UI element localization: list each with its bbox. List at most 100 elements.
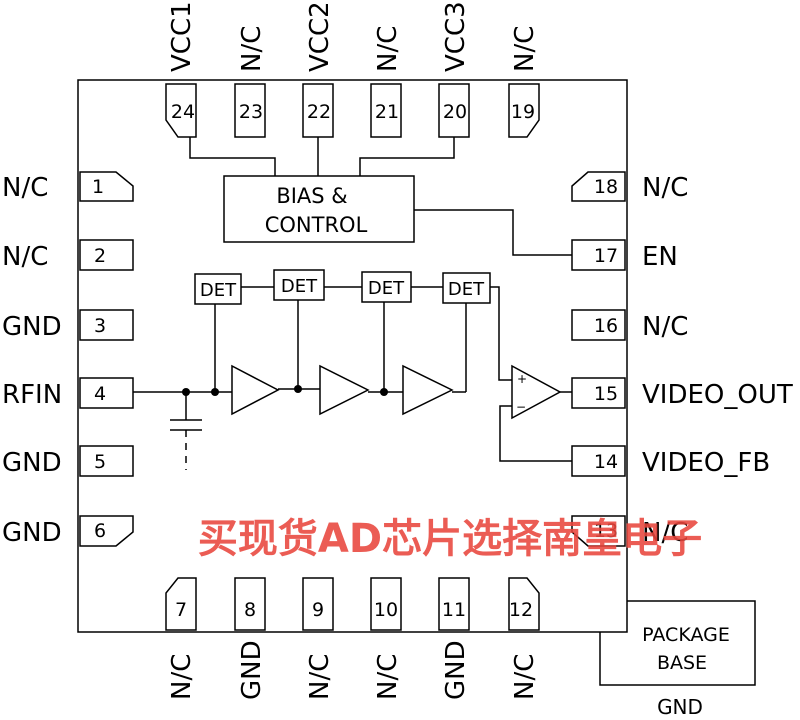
pin-number: 8 — [244, 599, 256, 621]
pin-number: 22 — [307, 101, 331, 123]
pin-name: VCC2 — [305, 1, 335, 72]
pin-pad — [571, 309, 626, 341]
bottom-pin-7: 7 N/C — [165, 577, 197, 700]
pin-pad — [79, 377, 134, 409]
detector-4-label: DET — [448, 279, 485, 300]
bottom-pin-11: 11 GND — [438, 577, 471, 700]
pin-number: 17 — [594, 245, 618, 267]
pin-pad — [234, 577, 266, 631]
bias-control-label-line1: BIAS & — [276, 184, 347, 208]
pin-pad — [508, 83, 540, 138]
bias-control-block — [223, 175, 415, 243]
left-pin-4: 4 RFIN — [2, 377, 134, 410]
en-wire — [414, 209, 572, 256]
top-pin-20: 20 VCC3 — [438, 1, 471, 138]
left-pin-1: 1 N/C — [2, 171, 134, 203]
pin-number: 1 — [92, 176, 104, 198]
junction-dot — [211, 388, 219, 396]
pin-name: VCC3 — [441, 1, 471, 72]
left-pin-3: 3 GND — [2, 309, 134, 342]
pin-pad — [370, 83, 402, 138]
pin-pad — [571, 239, 626, 271]
bottom-pin-12: 12 N/C — [508, 577, 540, 700]
pin-pad — [438, 83, 470, 138]
pin-name: N/C — [2, 173, 48, 203]
pin-pad — [508, 577, 540, 631]
pin-pad — [370, 577, 402, 631]
opamp-minus-sign: − — [516, 400, 526, 414]
pin-number: 11 — [442, 599, 466, 621]
left-pin-2: 2 N/C — [2, 239, 134, 272]
detector-3-label: DET — [368, 278, 405, 299]
pin-number: 9 — [312, 599, 324, 621]
opamp-plus-sign: + — [517, 372, 527, 386]
right-pin-14: 14 VIDEO_FB — [571, 445, 770, 478]
pin-name: EN — [642, 242, 678, 272]
detector-1-label: DET — [200, 280, 237, 301]
top-pin-24: 24 VCC1 — [165, 1, 197, 138]
right-pin-13: 13 N/C — [571, 515, 688, 548]
pin-number: 14 — [594, 451, 618, 473]
pin-name: VIDEO_FB — [642, 448, 770, 478]
pin-pad — [79, 515, 134, 547]
pin-number: 2 — [94, 245, 106, 267]
pin-pad — [79, 239, 134, 271]
pin-name: N/C — [373, 654, 403, 700]
pin-number: 24 — [171, 101, 195, 123]
top-pin-19: 19 N/C — [508, 26, 540, 138]
pin-pad — [234, 83, 266, 138]
left-pin-5: 5 GND — [2, 445, 134, 478]
pin-number: 20 — [443, 101, 467, 123]
pin-number: 10 — [374, 599, 398, 621]
pin-name: N/C — [510, 654, 540, 700]
junction-dot — [380, 388, 388, 396]
detector-2 — [273, 269, 325, 301]
pin-name: GND — [2, 448, 62, 478]
pin-pad — [302, 577, 334, 631]
pin-name: VIDEO_OUT — [642, 380, 793, 410]
pin-name: GND — [237, 640, 267, 700]
pin-name: N/C — [305, 654, 335, 700]
watermark-text: 买现货AD芯片选择南皇电子 — [198, 516, 702, 562]
pin-pad — [571, 377, 626, 409]
pin-number: 7 — [175, 599, 187, 621]
detector-2-label: DET — [281, 276, 318, 297]
pin-number: 12 — [509, 599, 533, 621]
pin-name: N/C — [167, 654, 197, 700]
amplifier-2 — [319, 364, 370, 416]
pin-number: 15 — [594, 383, 618, 405]
video-opamp — [511, 364, 562, 420]
package-base-outline — [599, 600, 756, 686]
pin-pad — [571, 445, 626, 477]
pin-number: 23 — [239, 101, 263, 123]
pin-pad — [165, 577, 197, 631]
bias-control-label-line2: CONTROL — [265, 213, 368, 237]
pin-name: N/C — [510, 26, 540, 72]
bottom-pin-8: 8 GND — [234, 577, 267, 700]
top-pin-21: 21 N/C — [370, 26, 403, 138]
pin-name: N/C — [2, 242, 48, 272]
pin-pad — [79, 171, 134, 202]
package-base-gnd-label: GND — [657, 695, 703, 719]
pin-name: GND — [2, 518, 62, 548]
det-to-opamp-wire — [490, 286, 516, 381]
right-pin-15: 15 VIDEO_OUT — [571, 377, 793, 410]
package-base-label-line2: BASE — [657, 652, 707, 674]
right-pin-16: 16 N/C — [571, 309, 688, 342]
pin-pad — [79, 445, 134, 477]
video-fb-wire — [499, 405, 572, 462]
pin-name: N/C — [373, 26, 403, 72]
pin-number: 18 — [594, 176, 618, 198]
pin-name: GND — [441, 640, 471, 700]
right-pin-17: 17 EN — [571, 239, 678, 272]
pin-pad — [571, 171, 626, 202]
pin-name: GND — [2, 312, 62, 342]
package-base-label-line1: PACKAGE — [642, 624, 730, 646]
chip-body — [77, 79, 628, 633]
top-pin-22: 22 VCC2 — [302, 1, 335, 138]
pin-number: 4 — [94, 383, 106, 405]
pin-pad — [79, 309, 134, 341]
left-pin-6: 6 GND — [2, 515, 134, 548]
top-pin-23: 23 N/C — [234, 26, 267, 138]
